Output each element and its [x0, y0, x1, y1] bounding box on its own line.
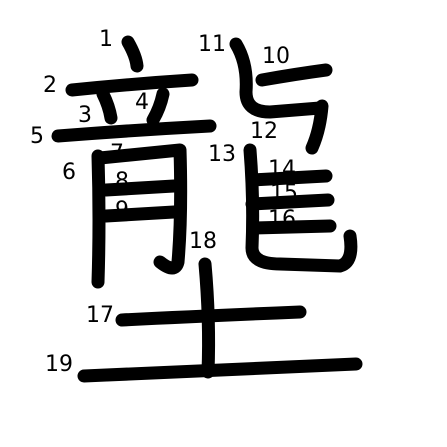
stroke-number-1: 1 [99, 27, 113, 52]
stroke-number-6: 6 [62, 160, 76, 185]
stroke-15 [245, 193, 335, 211]
stroke-number-15: 15 [270, 181, 298, 206]
stroke-10 [255, 63, 333, 87]
stroke-number-17: 17 [86, 303, 114, 328]
stroke-12 [305, 99, 329, 155]
stroke-3 [96, 87, 118, 125]
stroke-number-13: 13 [208, 142, 236, 167]
stroke-9 [99, 205, 181, 223]
stroke-number-16: 16 [268, 207, 296, 232]
stroke-number-12: 12 [250, 119, 278, 144]
stroke-number-10: 10 [262, 44, 290, 69]
stroke-number-11: 11 [198, 32, 226, 57]
stroke-numbers: 1 2 3 4 5 6 7 8 9 10 11 12 13 14 15 16 1… [30, 27, 298, 377]
stroke-16 [247, 219, 337, 235]
stroke-number-3: 3 [78, 103, 92, 128]
character-strokes [51, 35, 363, 383]
stroke-5 [51, 119, 217, 143]
stroke-1 [121, 35, 144, 73]
stroke-2 [65, 73, 199, 97]
stroke-number-5: 5 [30, 124, 44, 149]
stroke-number-7: 7 [110, 141, 124, 166]
stroke-11 [229, 37, 327, 119]
stroke-18 [198, 257, 216, 379]
stroke-19 [77, 357, 363, 383]
stroke-number-2: 2 [43, 73, 57, 98]
stroke-8 [99, 179, 181, 197]
stroke-number-8: 8 [115, 169, 129, 194]
stroke-6 [91, 149, 106, 289]
stroke-number-4: 4 [135, 90, 149, 115]
stroke-7 [93, 143, 188, 275]
stroke-number-9: 9 [115, 198, 129, 223]
stroke-14 [245, 169, 333, 187]
stroke-13 [243, 143, 358, 273]
stroke-number-18: 18 [189, 229, 217, 254]
stroke-4 [146, 87, 170, 127]
stroke-number-14: 14 [268, 157, 296, 182]
stroke-number-19: 19 [45, 352, 73, 377]
